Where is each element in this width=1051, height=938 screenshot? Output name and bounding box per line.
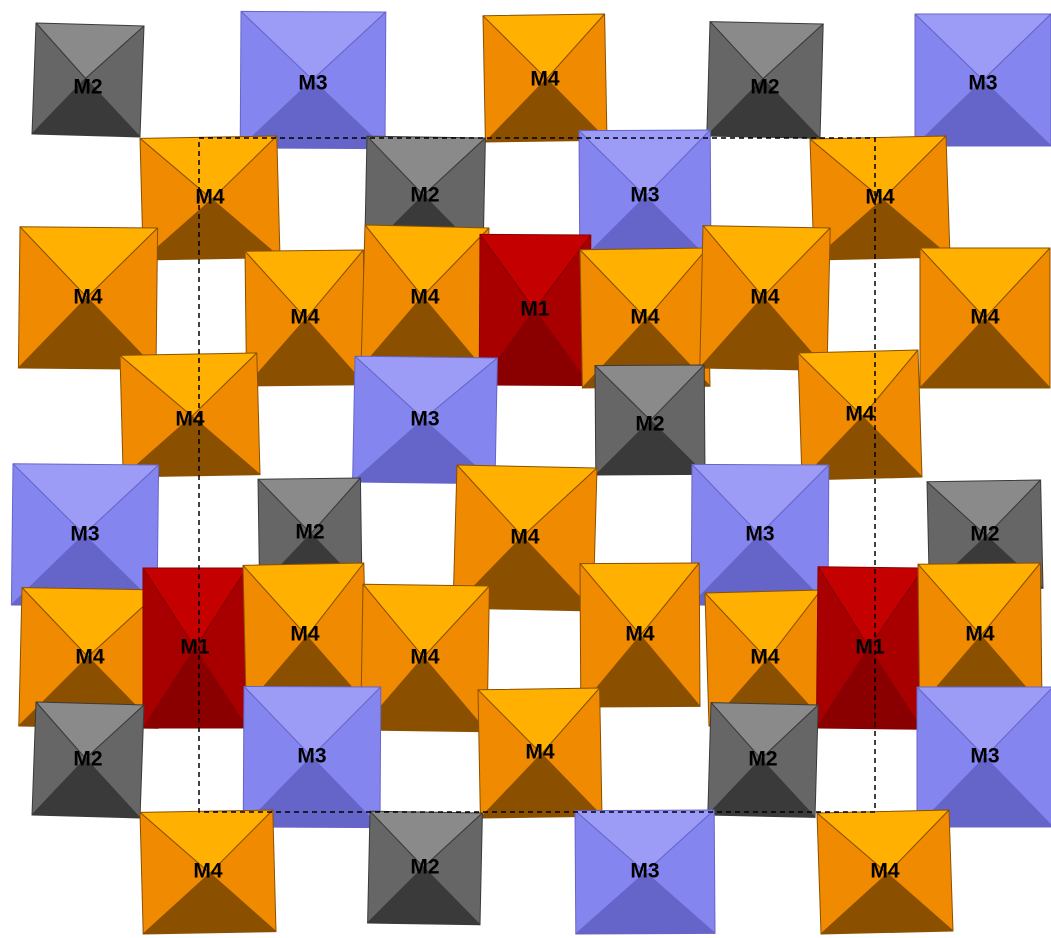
polyhedron-label: M4 [193,860,222,883]
polyhedron-label: M1 [180,636,209,659]
polyhedron-label: M3 [630,184,659,207]
polyhedron-label: M4 [410,286,439,309]
polyhedron-label: M4 [530,68,559,91]
polyhedron-label: M2 [748,748,777,771]
polyhedron-label: M4 [510,526,539,549]
polyhedron-label: M3 [297,745,326,768]
polyhedron-label: M2 [750,76,779,99]
polyhedron-label: M4 [750,646,779,669]
polyhedron-label: M3 [298,72,327,95]
polyhedron-label: M3 [70,523,99,546]
polyhedron-label: M4 [845,403,874,426]
polyhedron-label: M2 [410,184,439,207]
polyhedron-label: M4 [630,306,659,329]
polyhedron-label: M2 [970,523,999,546]
polyhedron-label: M2 [73,76,102,99]
polyhedron-label: M4 [870,860,899,883]
polyhedron-label: M4 [195,186,224,209]
polyhedron-label: M4 [290,306,319,329]
polyhedron-label: M2 [410,856,439,879]
polyhedron-label: M3 [745,523,774,546]
polyhedron-label: M4 [625,623,654,646]
polyhedron-label: M2 [73,748,102,771]
polyhedron-label: M4 [175,408,204,431]
polyhedron-label: M1 [855,636,884,659]
polyhedron-label: M4 [75,646,104,669]
polyhedron-label: M4 [970,306,999,329]
polyhedron-label: M4 [965,623,994,646]
polyhedron-label: M4 [410,646,439,669]
polyhedron-label: M3 [410,408,439,431]
polyhedron-label: M4 [525,741,554,764]
polyhedra-layer [11,11,1051,934]
polyhedron-label: M3 [968,72,997,95]
polyhedron-label: M2 [635,413,664,436]
polyhedron-label: M4 [73,286,102,309]
polyhedron-label: M3 [630,860,659,883]
polyhedron-label: M4 [865,186,894,209]
polyhedron-label: M4 [750,286,779,309]
polyhedron-label: M4 [290,623,319,646]
polyhedron-label: M2 [295,521,324,544]
polyhedron-label: M1 [520,298,549,321]
polyhedron-label: M3 [970,745,999,768]
